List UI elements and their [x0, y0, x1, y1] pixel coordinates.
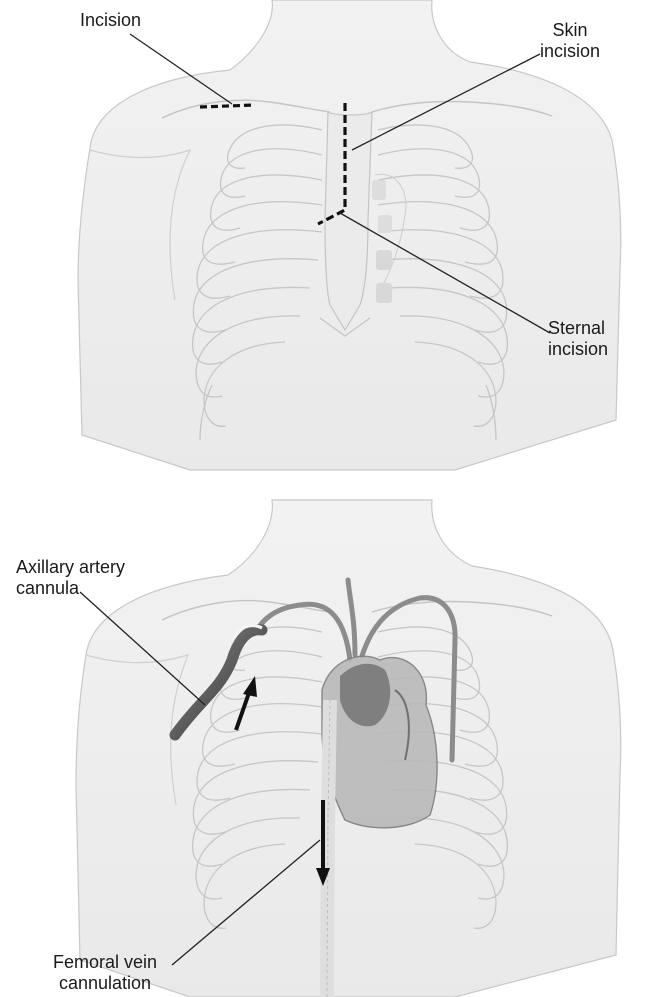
sternal-incision-label: Sternal incision [548, 318, 608, 360]
femoral-vein-cannulation-label: Femoral vein cannulation [30, 952, 180, 994]
skin-incision-label: Skin incision [535, 20, 605, 62]
incision-label: Incision [80, 10, 141, 31]
axillary-artery-cannula-label: Axillary artery cannula [16, 557, 125, 599]
top-torso [78, 0, 621, 470]
bottom-torso [76, 500, 621, 997]
